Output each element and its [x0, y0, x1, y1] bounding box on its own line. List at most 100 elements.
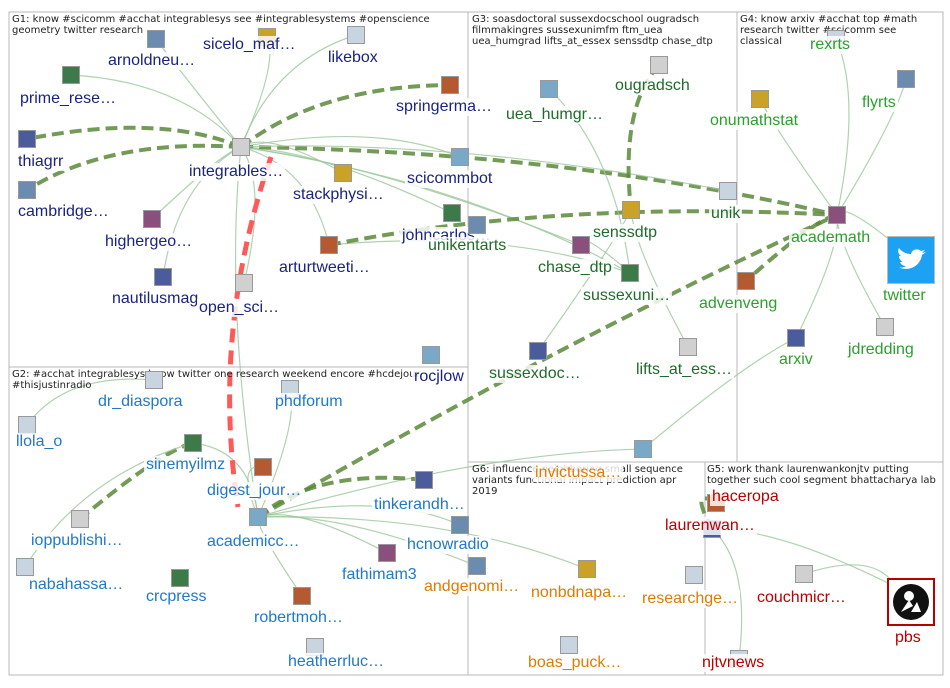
logo-icon[interactable]	[334, 164, 352, 182]
logo-icon[interactable]	[621, 264, 639, 282]
node-label-invictussa[interactable]: invictussa…	[533, 464, 624, 482]
node-label-arnoldneu[interactable]: arnoldneu…	[106, 52, 198, 70]
node-label-sicelo-maf[interactable]: sicelo_maf…	[201, 36, 298, 54]
book-icon[interactable]	[143, 210, 161, 228]
node-label-arturtweeti[interactable]: arturtweeti…	[277, 259, 372, 277]
node-label-dr-diaspora[interactable]: dr_diaspora	[96, 393, 185, 411]
logo-icon[interactable]	[468, 557, 486, 575]
node-label-researchge[interactable]: researchge…	[640, 590, 741, 608]
node-label-stackphysi[interactable]: stackphysi…	[291, 186, 386, 204]
node-label-crcpress[interactable]: crcpress	[144, 588, 209, 606]
logo-icon[interactable]	[62, 66, 80, 84]
logo-icon[interactable]	[737, 272, 755, 290]
logo-icon[interactable]	[441, 76, 459, 94]
portrait-icon[interactable]	[18, 130, 36, 148]
logo-icon[interactable]	[572, 236, 590, 254]
node-label-advenveng[interactable]: advenveng	[697, 295, 780, 313]
node-label-ioppublishi[interactable]: ioppublishi…	[29, 532, 125, 550]
default-avatar-icon[interactable]	[560, 636, 578, 654]
logo-icon[interactable]	[235, 274, 253, 292]
node-label-open-sci[interactable]: open_sci…	[197, 299, 282, 317]
portrait-icon[interactable]	[293, 587, 311, 605]
node-label-ougradsch[interactable]: ougradsch	[613, 77, 692, 95]
default-avatar-icon[interactable]	[719, 182, 737, 200]
node-label-rexrts[interactable]: rexrts	[808, 36, 852, 54]
default-avatar-icon[interactable]	[18, 416, 36, 434]
logo-icon[interactable]	[787, 329, 805, 347]
node-label-llola-o[interactable]: llola_o	[14, 433, 65, 451]
node-label-onumathstat[interactable]: onumathstat	[708, 112, 801, 130]
logo-icon[interactable]	[622, 201, 640, 219]
node-label-tinkerandh[interactable]: tinkerandh…	[372, 496, 467, 514]
node-label-flyrts[interactable]: flyrts	[860, 94, 898, 112]
book-icon[interactable]	[249, 508, 267, 526]
node-label-arxiv[interactable]: arxiv	[777, 351, 815, 369]
default-avatar-icon[interactable]	[685, 566, 703, 584]
portrait-icon[interactable]	[443, 204, 461, 222]
node-label-twitter[interactable]: twitter	[881, 287, 928, 305]
twitter-bird-icon[interactable]	[887, 236, 935, 284]
logo-icon[interactable]	[468, 216, 486, 234]
node-label-academath[interactable]: academath	[789, 229, 873, 247]
node-label-lifts-at-ess[interactable]: lifts_at_ess…	[634, 361, 735, 379]
logo-icon[interactable]	[171, 569, 189, 587]
node-label-njtvnews[interactable]: njtvnews	[700, 654, 767, 672]
node-label-chase-dtp[interactable]: chase_dtp	[536, 259, 614, 277]
portrait-icon[interactable]	[422, 346, 440, 364]
node-label-couchmicr[interactable]: couchmicr…	[755, 589, 848, 607]
node-label-rocjlow[interactable]: rocjlow	[412, 368, 466, 386]
node-label-nautilusmag[interactable]: nautilusmag	[110, 290, 201, 308]
node-label-sussexuni[interactable]: sussexuni…	[581, 287, 673, 305]
node-label-hcnowradio[interactable]: hcnowradio	[405, 536, 491, 554]
portrait-icon[interactable]	[751, 90, 769, 108]
logo-icon[interactable]	[18, 181, 36, 199]
node-label-unikentarts[interactable]: unikentarts	[426, 237, 509, 255]
default-avatar-icon[interactable]	[145, 371, 163, 389]
portrait-icon[interactable]	[184, 434, 202, 452]
portrait-icon[interactable]	[795, 565, 813, 583]
logo-icon[interactable]	[540, 80, 558, 98]
logo-icon[interactable]	[320, 236, 338, 254]
node-label-fathimam3[interactable]: fathimam3	[340, 566, 419, 584]
node-label-phdforum[interactable]: phdforum	[273, 393, 345, 411]
logo-icon[interactable]	[451, 516, 469, 534]
node-label-cambridge[interactable]: cambridge…	[16, 203, 111, 221]
node-label-scicommbot[interactable]: scicommbot	[405, 170, 495, 188]
logo-icon[interactable]	[828, 206, 846, 224]
node-label-laurenwan[interactable]: laurenwan…	[663, 517, 757, 535]
node-label-highergeo[interactable]: highergeo…	[103, 233, 195, 251]
logo-icon[interactable]	[254, 458, 272, 476]
portrait-icon[interactable]	[415, 471, 433, 489]
node-label-senssdtp[interactable]: senssdtp	[591, 224, 660, 242]
node-label-likebox[interactable]: likebox	[326, 49, 380, 67]
node-label-jdredding[interactable]: jdredding	[846, 341, 916, 359]
node-label-haceropa[interactable]: haceropa	[710, 488, 781, 506]
node-label-prime-rese[interactable]: prime_rese…	[18, 90, 119, 108]
default-avatar-icon[interactable]	[347, 26, 365, 44]
node-label-academicc[interactable]: academicc…	[205, 533, 302, 551]
logo-icon[interactable]	[451, 148, 469, 166]
node-label-robertmoh[interactable]: robertmoh…	[252, 609, 345, 627]
logo-icon[interactable]	[650, 56, 668, 74]
logo-icon[interactable]	[529, 342, 547, 360]
node-label-integrables[interactable]: integrables…	[187, 163, 286, 181]
default-avatar-icon[interactable]	[16, 558, 34, 576]
logo-icon[interactable]	[679, 338, 697, 356]
node-label-nonbdnapa[interactable]: nonbdnapa…	[529, 584, 630, 602]
logo-icon[interactable]	[154, 268, 172, 286]
logo-icon[interactable]	[634, 440, 652, 458]
portrait-icon[interactable]	[876, 318, 894, 336]
node-label-springerma[interactable]: springerma…	[394, 98, 495, 116]
node-label-pbs[interactable]: pbs	[893, 629, 923, 647]
node-label-unik[interactable]: unik	[709, 205, 743, 223]
pbs-logo-icon[interactable]	[887, 578, 935, 626]
portrait-icon[interactable]	[147, 30, 165, 48]
logo-icon[interactable]	[897, 70, 915, 88]
node-label-sinemyilmz[interactable]: sinemyilmz	[144, 456, 228, 474]
node-label-sussexdoc[interactable]: sussexdoc…	[487, 365, 583, 383]
logo-icon[interactable]	[578, 560, 596, 578]
node-label-boas-puck[interactable]: boas_puck…	[526, 654, 624, 672]
node-label-digest-jour[interactable]: digest_jour…	[205, 482, 304, 500]
node-label-thiagrr[interactable]: thiagrr	[16, 153, 66, 171]
node-label-andgenomi[interactable]: andgenomi…	[422, 578, 522, 596]
